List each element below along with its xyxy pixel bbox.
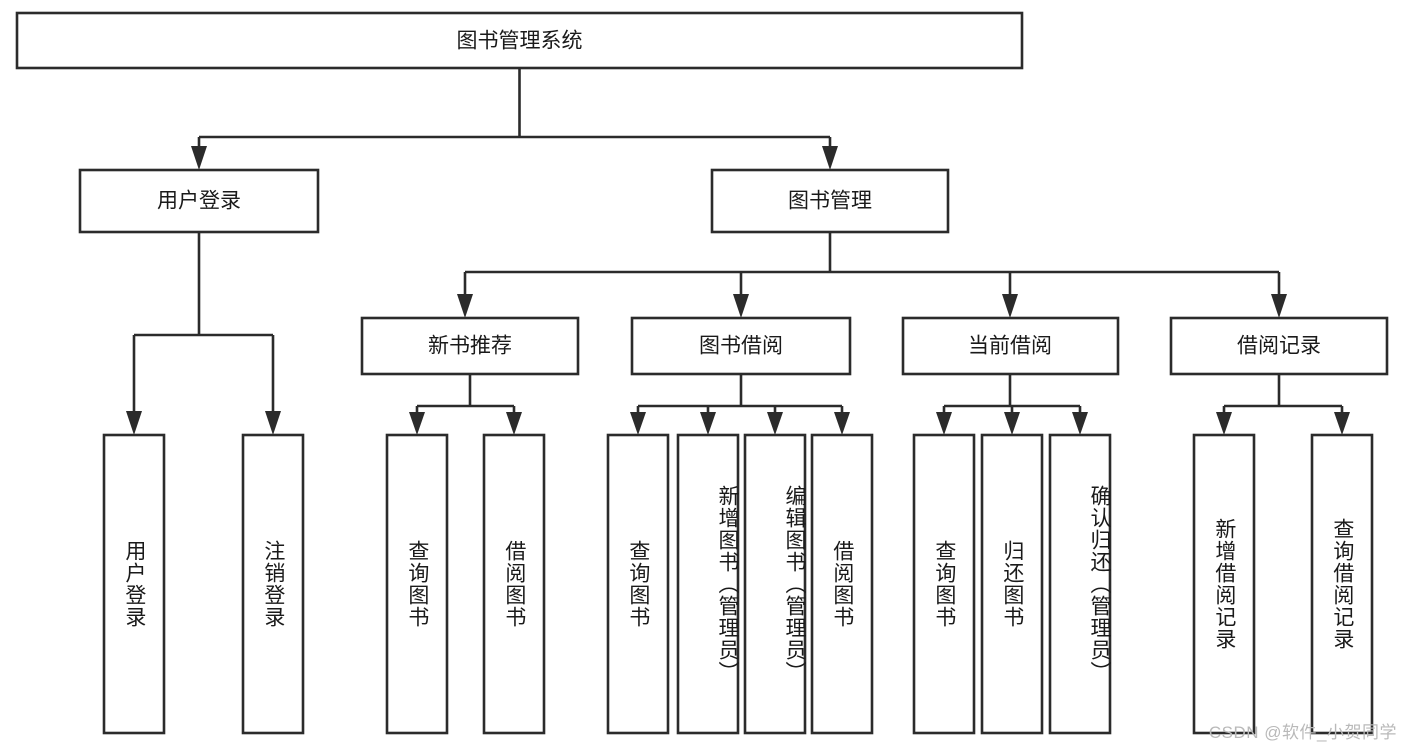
node-current-borrow-label: 当前借阅 xyxy=(968,335,1052,358)
arrow-to-book-borrow xyxy=(733,294,749,318)
arrow-to-leaf-add-book xyxy=(700,412,716,435)
arrow-to-leaf-borrow-book-2 xyxy=(834,412,850,435)
node-borrow-record[interactable]: 借阅记录 xyxy=(1169,316,1389,376)
node-user-login-label: 用户登录 xyxy=(157,190,241,213)
arrow-to-current-borrow xyxy=(1002,294,1018,318)
node-leaf-add-record[interactable] xyxy=(1192,433,1256,735)
arrow-to-user-login xyxy=(191,146,207,170)
node-leaf-confirm-return[interactable] xyxy=(1048,433,1112,735)
connector-user-login-to-leaves xyxy=(126,232,281,435)
arrow-to-leaf-query-book-1 xyxy=(409,412,425,435)
csdn-watermark: CSDN @软件_小贺同学 xyxy=(1208,723,1397,742)
node-root[interactable]: 图书管理系统 xyxy=(15,11,1024,70)
node-leaf-query-book-3[interactable] xyxy=(912,433,976,735)
arrow-to-leaf-query-book-3 xyxy=(936,412,952,435)
arrow-to-leaf-query-record xyxy=(1334,412,1350,435)
connector-borrow-record-to-leaves xyxy=(1216,374,1350,435)
node-new-book-rec-label: 新书推荐 xyxy=(428,335,512,358)
node-borrow-record-label: 借阅记录 xyxy=(1237,335,1321,358)
node-book-manage[interactable]: 图书管理 xyxy=(710,168,950,234)
node-new-book-rec[interactable]: 新书推荐 xyxy=(360,316,580,376)
arrow-to-leaf-logout xyxy=(265,411,281,435)
arrow-to-book-manage xyxy=(822,146,838,170)
node-leaf-borrow-book-2[interactable] xyxy=(810,433,874,735)
arrow-to-leaf-add-record xyxy=(1216,412,1232,435)
arrow-to-leaf-query-book-2 xyxy=(630,412,646,435)
node-leaf-borrow-book-1[interactable] xyxy=(482,433,546,735)
arrow-to-leaf-return-book xyxy=(1004,412,1020,435)
node-book-borrow-label: 图书借阅 xyxy=(699,335,783,358)
node-book-borrow[interactable]: 图书借阅 xyxy=(630,316,852,376)
arrow-to-leaf-confirm-return xyxy=(1072,412,1088,435)
arrow-to-new-book-rec xyxy=(457,294,473,318)
connector-book-borrow-to-leaves xyxy=(630,374,850,435)
connector-root-to-level2 xyxy=(191,68,838,170)
node-leaf-query-book-1[interactable] xyxy=(385,433,449,735)
connector-current-borrow-to-leaves xyxy=(936,374,1088,435)
arrow-to-leaf-borrow-book-1 xyxy=(506,412,522,435)
node-leaf-return-book[interactable] xyxy=(980,433,1044,735)
node-root-label: 图书管理系统 xyxy=(457,30,583,53)
node-user-login[interactable]: 用户登录 xyxy=(78,168,320,234)
arrow-to-borrow-record xyxy=(1271,294,1287,318)
node-leaf-query-record[interactable] xyxy=(1310,433,1374,735)
node-leaf-add-book[interactable] xyxy=(676,433,740,735)
arrow-to-leaf-edit-book xyxy=(767,412,783,435)
node-book-manage-label: 图书管理 xyxy=(788,190,872,213)
arrow-to-leaf-user-login xyxy=(126,411,142,435)
node-leaf-user-login[interactable] xyxy=(102,433,166,735)
connector-book-manage-to-level3 xyxy=(457,232,1287,318)
node-current-borrow[interactable]: 当前借阅 xyxy=(901,316,1120,376)
connector-new-book-rec-to-leaves xyxy=(409,374,522,435)
node-leaf-logout[interactable] xyxy=(241,433,305,735)
node-leaf-edit-book[interactable] xyxy=(743,433,807,735)
node-leaf-query-book-2[interactable] xyxy=(606,433,670,735)
